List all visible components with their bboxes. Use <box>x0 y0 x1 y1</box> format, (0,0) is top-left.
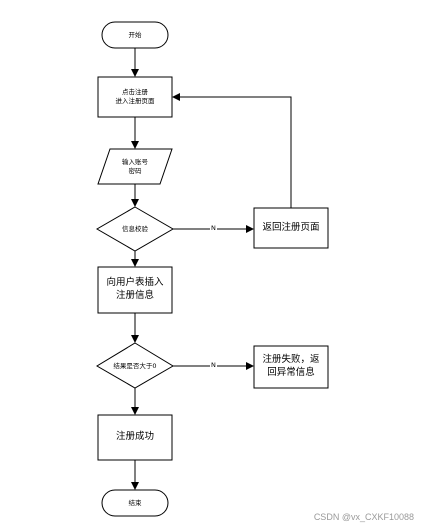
register-success-label: 注册成功 <box>115 431 154 443</box>
end-label: 结束 <box>128 498 142 507</box>
edge-return-to-click <box>172 93 292 208</box>
input-account-label: 输入账号 密码 <box>122 157 148 175</box>
register-success-box <box>97 414 173 461</box>
return-register-label: 返回注册页面 <box>262 221 320 233</box>
check-no-label: N <box>210 224 217 232</box>
insert-user-box <box>97 266 173 314</box>
insert-user-label: 向用户表插入 注册信息 <box>106 277 164 301</box>
start-label: 开始 <box>128 30 142 39</box>
check-info-label: 信息校验 <box>122 224 148 233</box>
register-fail-box <box>253 345 329 389</box>
watermark: CSDN @vx_CXKF10088 <box>313 512 414 522</box>
result-check-label: 结果是否大于0 <box>113 361 157 370</box>
result-no-label: N <box>210 361 217 369</box>
input-account-parallelogram <box>97 148 173 185</box>
end-terminal <box>101 489 169 517</box>
click-register-label: 点击注册 进入注册页面 <box>115 88 155 105</box>
click-register-box <box>97 76 173 118</box>
register-fail-label: 注册失败，返 回异常信息 <box>262 354 320 378</box>
